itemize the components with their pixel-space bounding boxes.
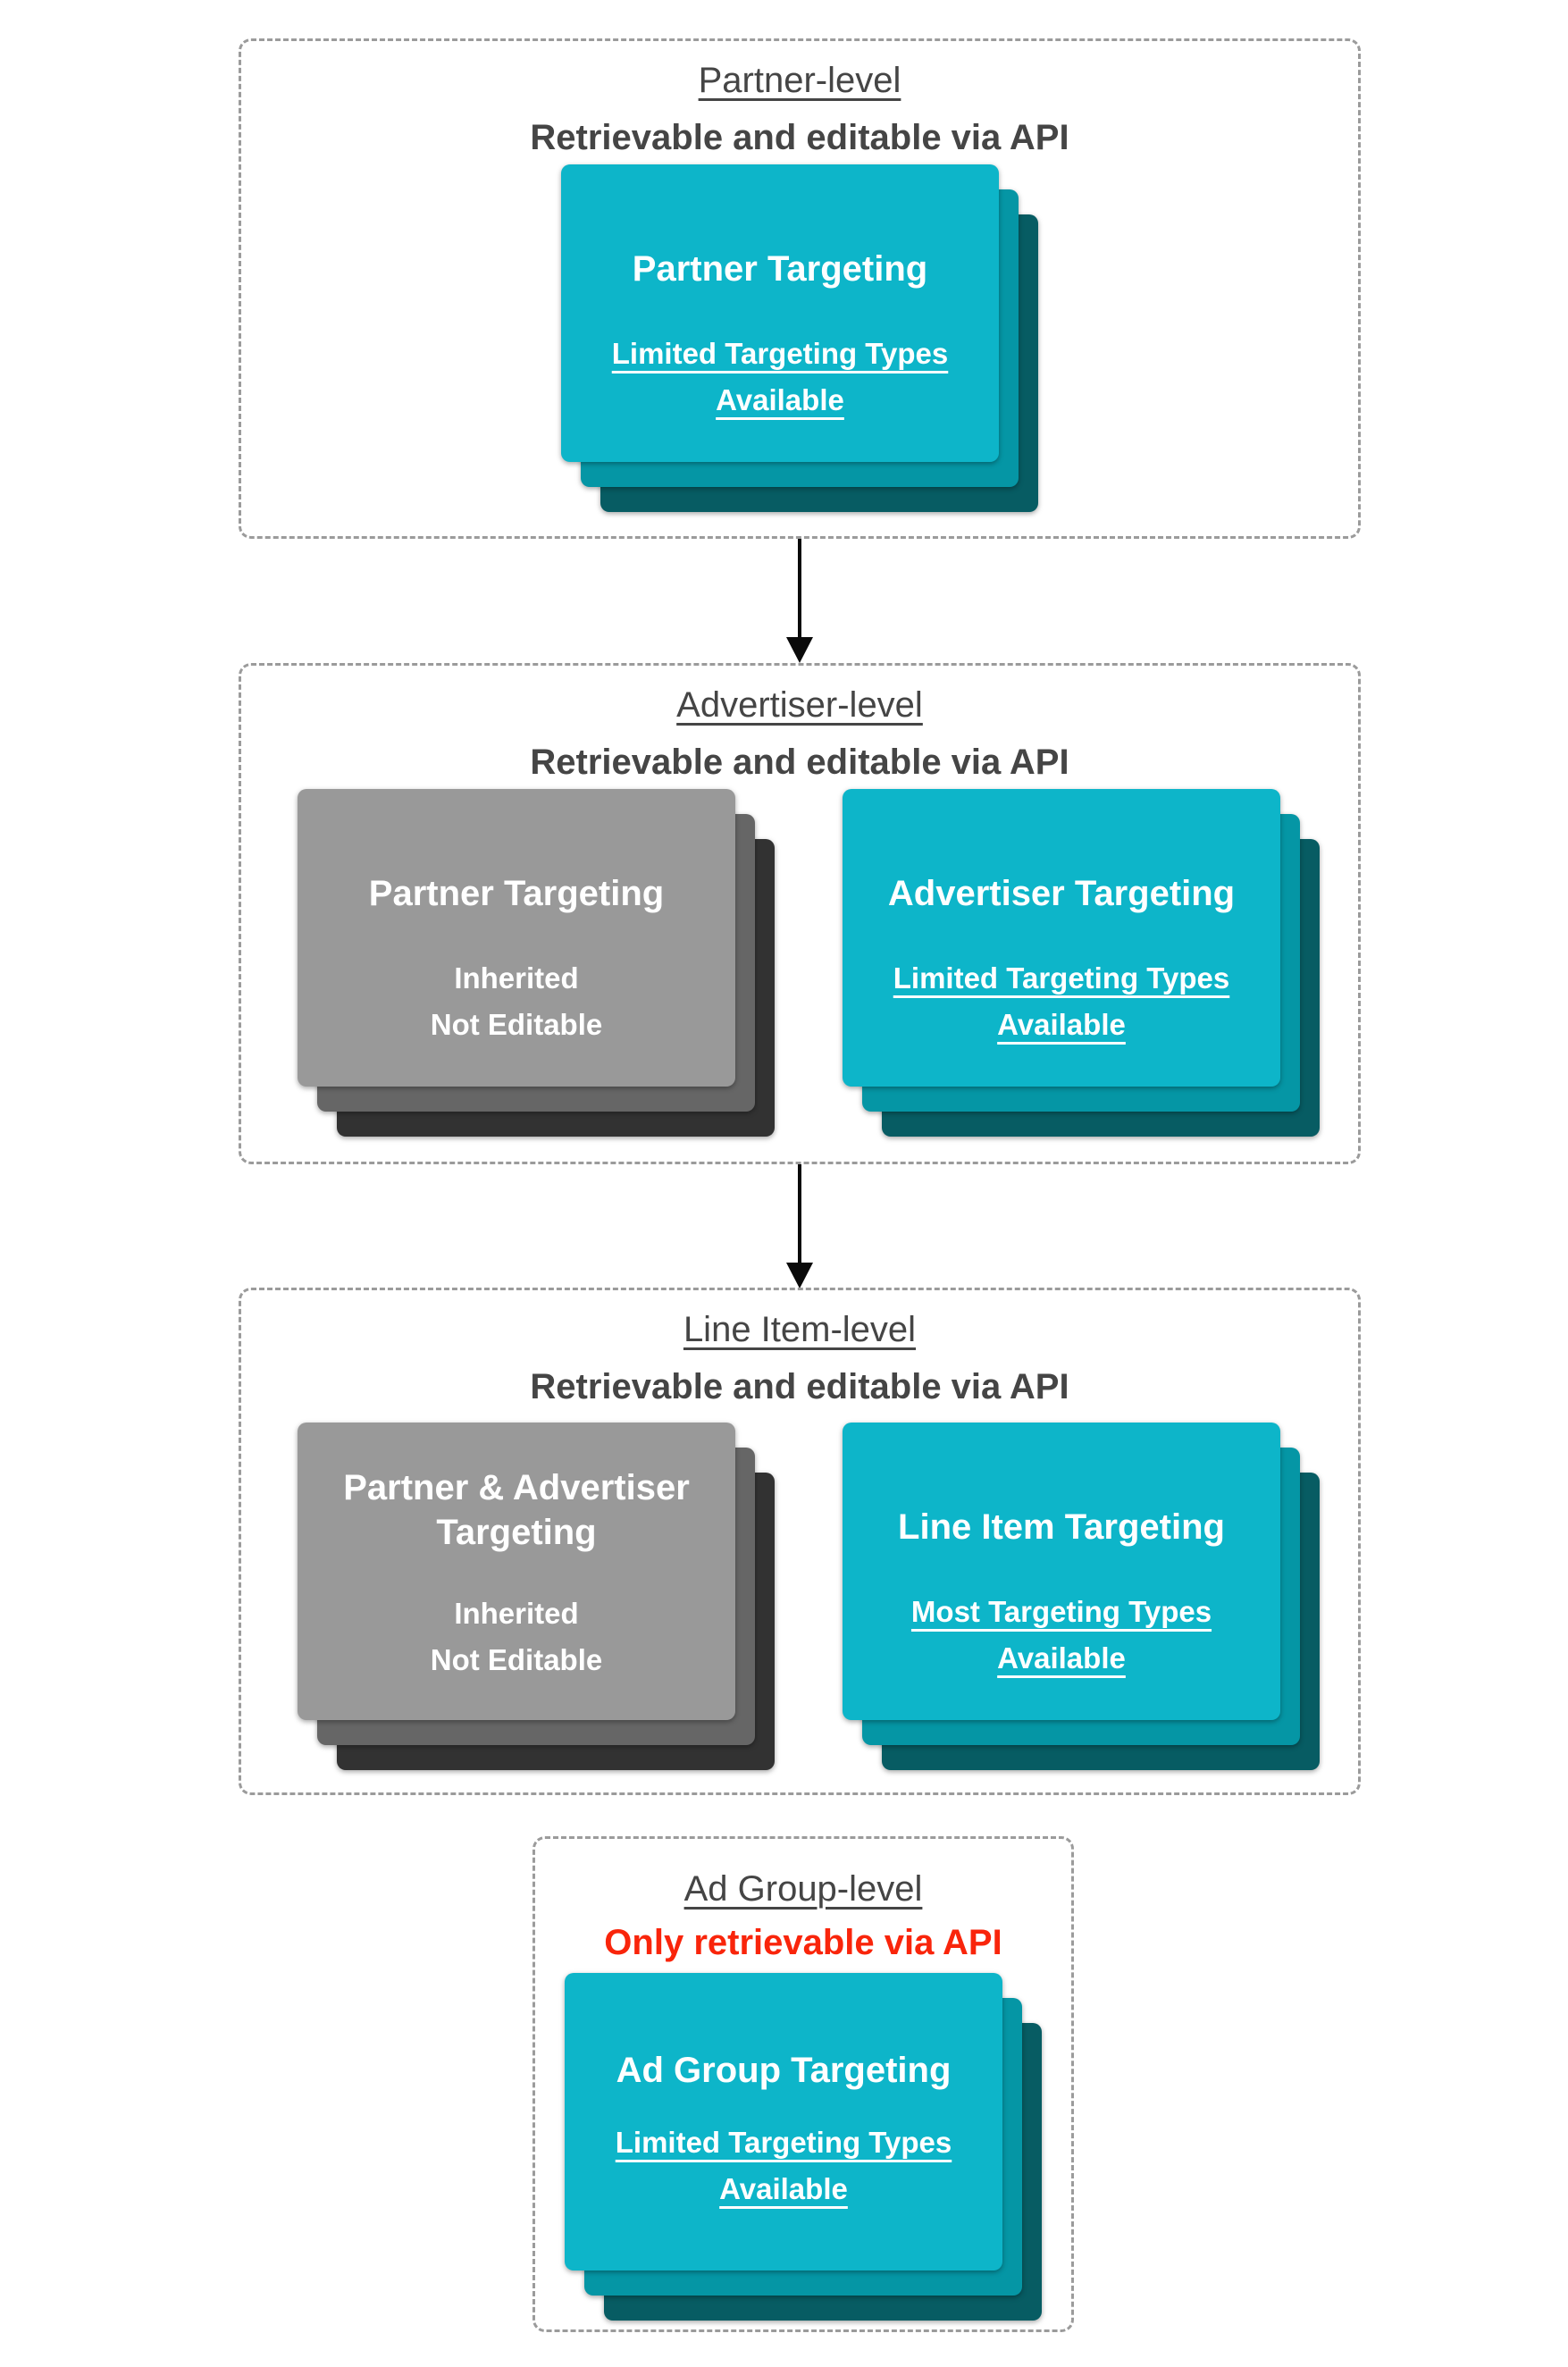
section-subtitle: Only retrievable via API bbox=[604, 1923, 1002, 1962]
card-body: Most Targeting Types Available bbox=[910, 1595, 1212, 1675]
inherited-partner-advertiser-targeting-stack: Partner & Advertiser Targeting Inherited… bbox=[298, 1423, 775, 1770]
arrow-head-icon bbox=[786, 1263, 813, 1288]
card-title: Advertiser Targeting bbox=[887, 874, 1236, 913]
card-body: Limited Targeting Types Available bbox=[615, 2126, 952, 2205]
section-subtitle: Retrievable and editable via API bbox=[530, 118, 1069, 157]
section-title: Ad Group-level bbox=[683, 1869, 923, 1909]
card-stacks: Ad Group Targeting Limited Targeting Typ… bbox=[535, 1973, 1071, 2321]
section-advertiser-level: Advertiser-level Retrievable and editabl… bbox=[239, 663, 1361, 1164]
card-body: Inherited Not Editable bbox=[430, 1597, 603, 1676]
inherited-partner-targeting-stack: Partner Targeting Inherited Not Editable bbox=[298, 789, 775, 1137]
card-title: Line Item Targeting bbox=[898, 1507, 1225, 1547]
partner-targeting-card: Partner Targeting Limited Targeting Type… bbox=[561, 164, 999, 462]
line-item-targeting-card: Line Item Targeting Most Targeting Types… bbox=[843, 1423, 1280, 1720]
partner-targeting-stack: Partner Targeting Limited Targeting Type… bbox=[561, 164, 1038, 512]
arrow-shaft bbox=[798, 1164, 801, 1263]
arrow-head-icon bbox=[786, 637, 813, 663]
section-partner-level: Partner-level Retrievable and editable v… bbox=[239, 38, 1361, 539]
card-title: Partner Targeting bbox=[368, 874, 665, 913]
card-stacks: Partner Targeting Inherited Not Editable… bbox=[241, 789, 1358, 1137]
section-ad-group-level: Ad Group-level Only retrievable via API … bbox=[532, 1836, 1074, 2332]
inherited-partner-targeting-card: Partner Targeting Inherited Not Editable bbox=[298, 789, 735, 1087]
ad-group-targeting-card: Ad Group Targeting Limited Targeting Typ… bbox=[565, 1973, 1002, 2270]
card-title: Ad Group Targeting bbox=[616, 2051, 952, 2090]
section-line-item-level: Line Item-level Retrievable and editable… bbox=[239, 1288, 1361, 1795]
ad-group-targeting-stack: Ad Group Targeting Limited Targeting Typ… bbox=[565, 1973, 1042, 2321]
inherited-partner-advertiser-targeting-card: Partner & Advertiser Targeting Inherited… bbox=[298, 1423, 735, 1720]
line-item-targeting-stack: Line Item Targeting Most Targeting Types… bbox=[843, 1423, 1320, 1770]
card-body: Limited Targeting Types Available bbox=[611, 337, 949, 416]
card-body: Limited Targeting Types Available bbox=[893, 961, 1230, 1041]
card-title: Partner & Advertiser Targeting bbox=[343, 1468, 690, 1552]
flow-arrow-partner-to-advertiser bbox=[784, 539, 816, 663]
card-title: Partner Targeting bbox=[632, 249, 928, 289]
advertiser-targeting-stack: Advertiser Targeting Limited Targeting T… bbox=[843, 789, 1320, 1137]
section-title: Partner-level bbox=[698, 61, 901, 100]
section-title: Advertiser-level bbox=[676, 685, 923, 725]
section-subtitle: Retrievable and editable via API bbox=[530, 743, 1069, 782]
card-body: Inherited Not Editable bbox=[430, 961, 603, 1041]
advertiser-targeting-card: Advertiser Targeting Limited Targeting T… bbox=[843, 789, 1280, 1087]
section-title: Line Item-level bbox=[683, 1310, 917, 1349]
flow-arrow-advertiser-to-lineitem bbox=[784, 1164, 816, 1288]
section-subtitle: Retrievable and editable via API bbox=[530, 1367, 1069, 1406]
card-stacks: Partner & Advertiser Targeting Inherited… bbox=[241, 1423, 1358, 1770]
card-stacks: Partner Targeting Limited Targeting Type… bbox=[241, 164, 1358, 512]
arrow-shaft bbox=[798, 539, 801, 637]
